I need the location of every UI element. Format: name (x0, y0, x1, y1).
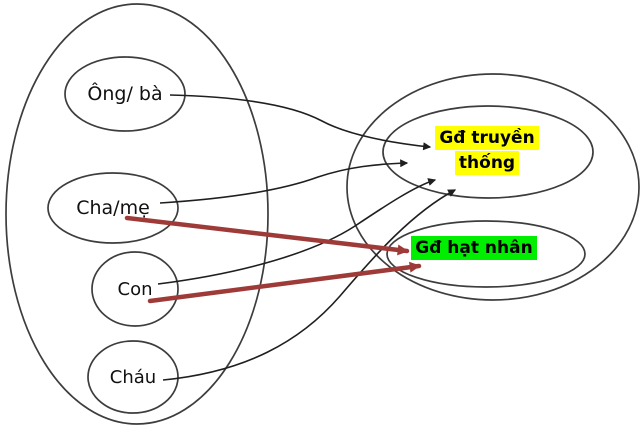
right-set-ellipse (346, 73, 640, 301)
arrow-ong-ba-to-truyen-thong (169, 94, 432, 151)
type-ellipse-hat-nhan (386, 220, 586, 288)
member-ellipse-con (91, 251, 179, 327)
member-ellipse-ong-ba (64, 56, 186, 132)
arrow-con-to-hat-nhan (147, 261, 422, 304)
left-set-ellipse (5, 3, 269, 425)
member-ellipse-cha-me (47, 172, 179, 244)
arrow-con-to-truyen-thong (157, 178, 437, 285)
arrow-cha-me-to-hat-nhan (124, 215, 410, 256)
member-ellipse-chau (87, 340, 179, 414)
arrow-chau-to-truyen-thong (162, 189, 457, 381)
arrow-cha-me-to-truyen-thong (159, 159, 409, 204)
type-ellipse-truyen-thong (382, 105, 594, 199)
